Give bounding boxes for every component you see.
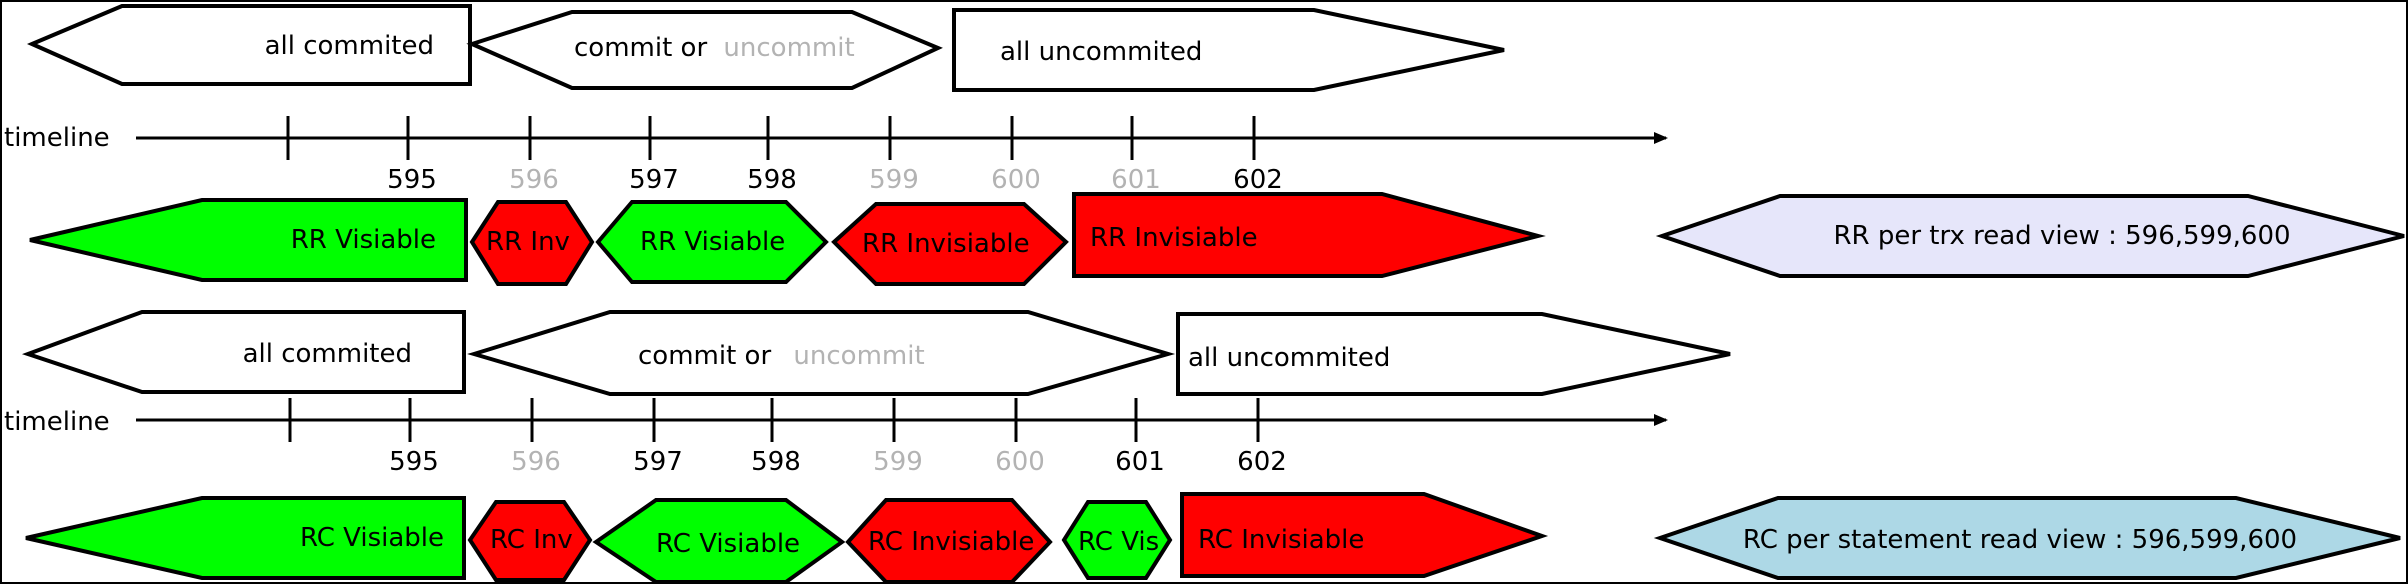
rc-tick-label: 596 [511,447,561,477]
rr-all-commited-label: all commited [265,31,434,61]
rr-timeline-ticks: 595 596 597 598 599 600 601 602 [286,116,1283,195]
rc-timeline-label: timeline [4,407,110,437]
rr-state-all-uncommited: all uncommited [952,8,1505,92]
rr-tick-label: 596 [509,165,559,195]
rr-segment-2-label: RR Inv [486,227,570,257]
rr-segment-2: RR Inv [469,200,595,286]
rr-tick-label: 602 [1233,165,1283,195]
rr-read-view-label: RR per trx read view : 596,599,600 [1833,221,2290,251]
rr-timeline: timeline 595 596 597 598 599 600 601 602 [4,116,1668,195]
rc-segment-1-label: RC Visiable [300,523,444,553]
rc-segment-3: RC Visiable [592,498,846,582]
rc-segment-5: RC Vis [1061,500,1173,580]
rc-visibility-row: RC Visiable RC Inv RC Visiable RC Invisi… [25,492,1549,582]
rr-tick-label: 598 [747,165,797,195]
rr-segment-1: RR Visiable [29,198,468,282]
rc-tick-label: 595 [389,447,439,477]
rc-tick-label: 598 [751,447,801,477]
rr-segment-4-label: RR Invisiable [862,229,1030,259]
rr-tick-label: 600 [991,165,1041,195]
rc-segment-4-label: RC Invisiable [868,527,1034,557]
rr-state-all-commited: all commited [26,4,472,86]
rc-segment-3-label: RC Visiable [656,529,800,559]
rr-uncommit-label: uncommit [723,33,854,63]
rc-tick-label: 597 [633,447,683,477]
rr-visibility-row: RR Visiable RR Inv RR Visiable RR Invisi… [29,192,1546,286]
rc-all-commited-label: all commited [243,339,412,369]
rr-tick-label: 601 [1111,165,1161,195]
rc-read-view-label: RC per statement read view : 596,599,600 [1743,525,2297,555]
rc-tick-label: 601 [1115,447,1165,477]
rc-segment-6: RC Invisiable [1180,492,1549,578]
rr-segment-5-label: RR Invisiable [1090,223,1258,253]
rr-segment-5: RR Invisiable [1072,192,1546,278]
rc-segment-2-label: RC Inv [490,525,573,555]
rr-timeline-label: timeline [4,123,110,153]
rc-tick-label: 602 [1237,447,1287,477]
rc-tick-label: 600 [995,447,1045,477]
rr-segment-3: RR Visiable [595,200,829,284]
rc-segment-6-label: RC Invisiable [1198,525,1364,555]
svg-text:commit or uncommit: commit or uncommit [574,33,855,63]
rc-tick-label: 599 [873,447,923,477]
rr-all-uncommited-label: all uncommited [1000,37,1202,67]
rc-segment-5-label: RC Vis [1078,527,1159,557]
rr-state-commit-or-uncommit: commit or uncommit [466,10,943,90]
rr-tick-label: 595 [387,165,437,195]
rr-tick-label: 597 [629,165,679,195]
rc-segment-4: RC Invisiable [845,498,1053,582]
rr-tick-label: 599 [869,165,919,195]
rr-read-view: RR per trx read view : 596,599,600 [1655,194,2405,278]
rc-segment-2: RC Inv [467,500,593,582]
rc-uncommit-label: uncommit [793,341,924,371]
rc-state-all-uncommited: all uncommited [1176,312,1731,396]
rr-segment-1-label: RR Visiable [291,225,436,255]
rr-segment-4: RR Invisiable [831,202,1069,286]
rc-segment-1: RC Visiable [25,496,466,580]
rr-commit-or-label: commit or [574,33,707,63]
rc-read-view: RC per statement read view : 596,599,600 [1653,496,2401,580]
rc-state-all-commited: all commited [21,310,466,394]
rc-all-uncommited-label: all uncommited [1188,343,1390,373]
rc-commit-or-label: commit or [638,341,771,371]
rc-timeline-ticks: 595 596 597 598 599 600 601 602 [288,398,1287,477]
rc-timeline: timeline 595 596 597 598 599 600 601 602 [4,398,1668,477]
rr-segment-3-label: RR Visiable [640,227,785,257]
rc-state-commit-or-uncommit: commit or uncommit [467,310,1176,396]
svg-text:commit or uncommit: commit or uncommit [638,341,925,371]
